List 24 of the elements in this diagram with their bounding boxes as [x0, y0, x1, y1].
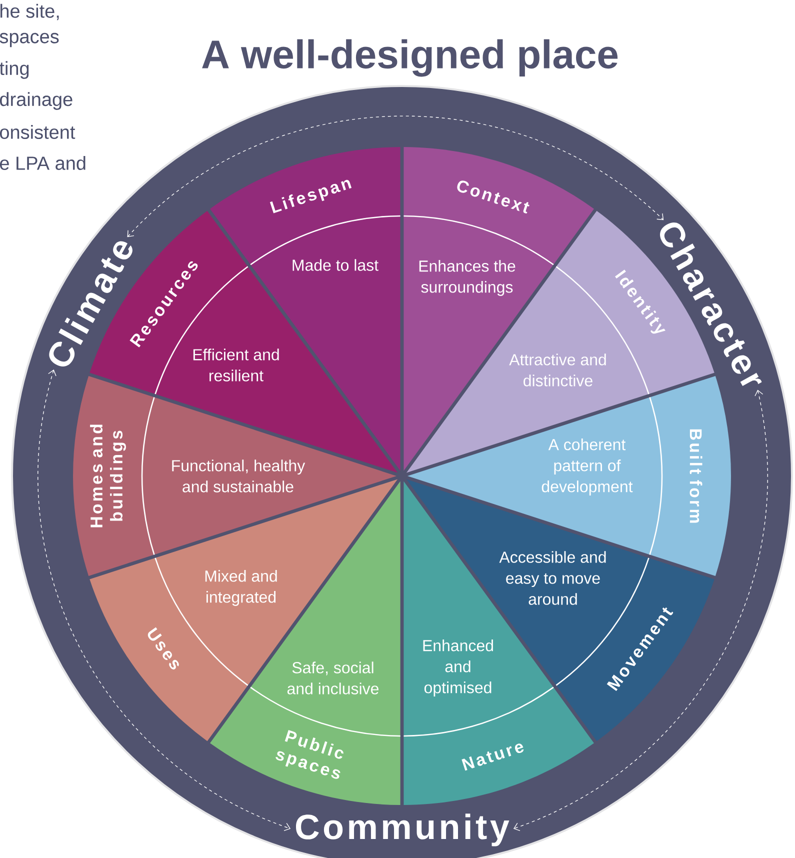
- segment-text: Enhances the surroundings: [419, 260, 516, 296]
- segment-text: Safe, social and inclusive: [287, 662, 378, 694]
- text-line: e LPA and: [0, 156, 86, 170]
- segment-text: A coherent pattern of development: [542, 438, 633, 496]
- dashed-arrow: [127, 116, 664, 238]
- text-line: drainage: [0, 92, 72, 110]
- ring-word: Community: [296, 814, 510, 846]
- segment-text: Enhanced and optimised: [423, 640, 493, 696]
- wheel-segment: [406, 479, 714, 742]
- segment-text: Accessible and easy to move around: [499, 551, 606, 605]
- segment-text: Efficient and resilient: [193, 348, 279, 382]
- dashed-arrow: [38, 370, 291, 832]
- segment-text: Made to last: [292, 259, 378, 271]
- segment-heading: Built form: [690, 429, 702, 523]
- segment-heading: Nature: [462, 744, 524, 771]
- text-line: spaces: [0, 32, 59, 48]
- text-line: onsistent: [0, 125, 76, 139]
- text-line: he site,: [0, 4, 59, 20]
- title: A well-designed place: [202, 39, 618, 77]
- segment-text: Attractive and distinctive: [509, 354, 606, 386]
- segment-heading: Homes and buildings: [90, 424, 126, 528]
- segment-text: Mixed and integrated: [205, 570, 277, 606]
- segment-text: Functional, healthy and sustainable: [172, 460, 306, 492]
- dashed-arrow: [513, 390, 768, 832]
